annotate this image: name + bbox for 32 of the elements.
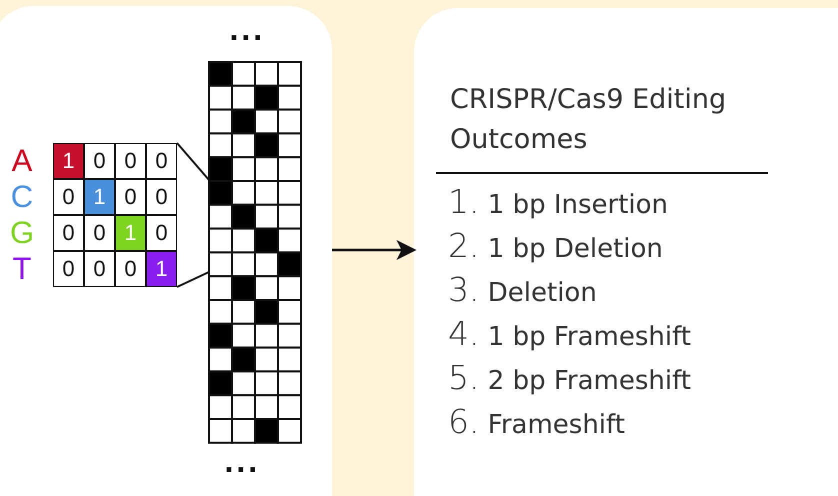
list-item: 6. Frameshift [448,401,625,443]
list-item: 3. Deletion [448,269,597,311]
nucleotide-letter: A [10,143,34,179]
arrow [332,240,416,260]
ellipsis: ... [224,454,260,474]
list-item: 5. 2 bp Frameshift [448,357,691,399]
nucleotide-letter: C [10,179,34,215]
matrix-cell: 0 [115,143,146,179]
matrix-cell: 0 [84,215,115,251]
matrix-cell: 1 [146,251,177,287]
nucleotide-letter: G [9,215,35,251]
illustration-panel [0,6,332,496]
matrix-cell: 0 [115,179,146,215]
matrix-cell: 0 [84,251,115,287]
nucleotide-letter: T [12,251,32,287]
matrix-cell: 0 [146,179,177,215]
matrix-cell: 0 [84,143,115,179]
matrix-cell: 1 [115,215,146,251]
matrix-cell: 1 [84,179,115,215]
matrix-cell: 0 [146,215,177,251]
matrix-cell: 0 [53,179,84,215]
ellipsis: ... [229,22,265,42]
panel-title: CRISPR/Cas9 Editing Outcomes [450,83,728,157]
matrix-cell: 0 [53,251,84,287]
text-panel [414,8,838,496]
matrix-cell: 0 [53,215,84,251]
list-item: 1. 1 bp Insertion [448,181,668,223]
list-item: 2. 1 bp Deletion [448,225,663,267]
list-item: 4. 1 bp Frameshift [448,313,691,355]
matrix-cell: 1 [53,143,84,179]
matrix-cell: 0 [146,143,177,179]
matrix-cell: 0 [115,251,146,287]
